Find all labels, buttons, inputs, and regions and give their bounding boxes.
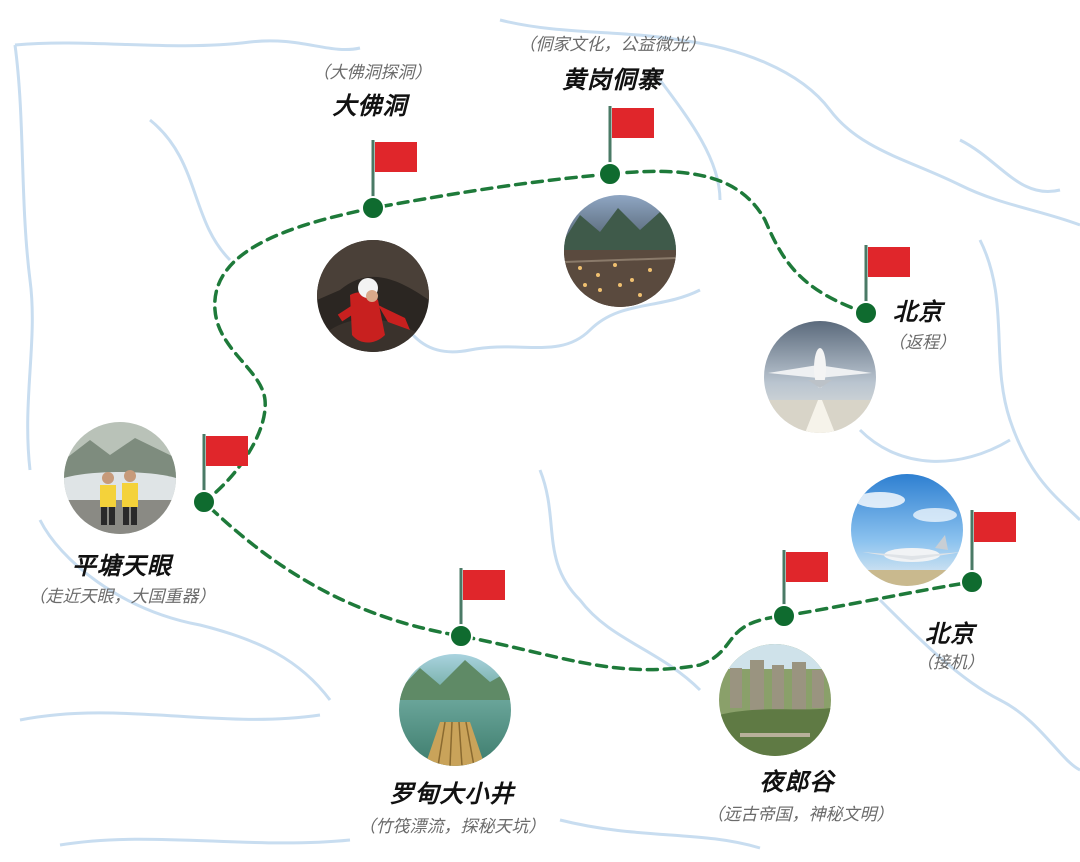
route-nodes — [192, 162, 984, 648]
subtitle-dafodong: （大佛洞探洞） — [312, 63, 432, 83]
flag-dafodong — [371, 140, 417, 208]
title-beijing-return: 北京 — [893, 298, 943, 326]
subtitle-beijing-return: （返程） — [888, 333, 956, 353]
title-dafodong: 大佛洞 — [332, 92, 408, 120]
title-luodian: 罗甸大小井 — [389, 780, 515, 808]
node-yelanggu — [772, 604, 796, 628]
title-yelanggu: 夜郎谷 — [759, 768, 835, 796]
subtitle-pingtang: （走近天眼，大国重器） — [28, 587, 216, 607]
node-beijing-arrive — [960, 570, 984, 594]
flag-yelanggu — [782, 550, 828, 616]
dong-village-photo — [564, 195, 676, 307]
node-pingtang — [192, 490, 216, 514]
flag-pingtang — [202, 434, 248, 502]
background-map-lines — [13, 18, 1080, 850]
title-pingtang: 平塘天眼 — [72, 552, 172, 580]
fast-telescope-photo — [64, 422, 176, 534]
flags — [202, 106, 1016, 636]
route-line — [201, 169, 974, 672]
bamboo-raft-river-photo — [399, 654, 511, 766]
airplane-sky-photo — [851, 474, 963, 586]
subtitle-yelanggu: （远古帝国，神秘文明） — [706, 805, 894, 825]
node-huanggang — [598, 162, 622, 186]
subtitle-huanggang: （侗家文化，公益微光） — [518, 35, 706, 55]
flag-beijing-arrive — [970, 510, 1016, 582]
subtitle-beijing-arrive: （接机） — [916, 653, 984, 673]
title-huanggang: 黄岗侗寨 — [562, 66, 662, 94]
node-beijing-return — [854, 301, 878, 325]
cave-explorer-photo — [317, 240, 429, 352]
flag-huanggang — [608, 106, 654, 174]
node-dafodong — [361, 196, 385, 220]
flag-luodian — [459, 568, 505, 636]
airplane-takeoff-photo — [764, 321, 876, 433]
title-beijing-arrive: 北京 — [925, 620, 975, 648]
subtitle-luodian: （竹筏漂流，探秘天坑） — [358, 817, 546, 837]
yelang-valley-photo — [719, 644, 831, 756]
node-luodian — [449, 624, 473, 648]
